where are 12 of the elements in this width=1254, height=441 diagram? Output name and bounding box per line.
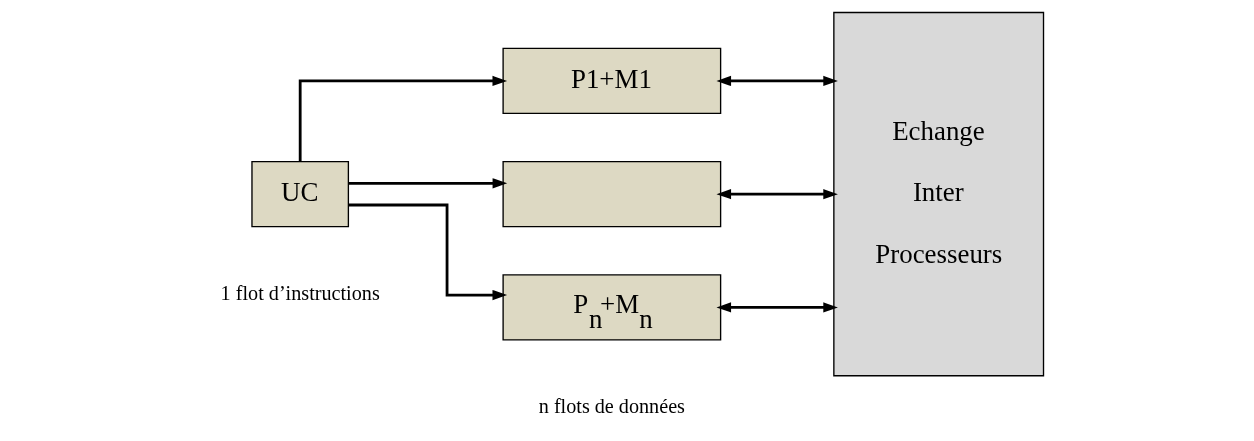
node-box: Echange Inter Processeurs bbox=[833, 11, 1045, 377]
label: n flots de données bbox=[538, 395, 685, 418]
arrow bbox=[716, 75, 838, 87]
arrow bbox=[298, 75, 508, 162]
arrow bbox=[348, 178, 508, 189]
node-box: P1+M1 bbox=[502, 47, 722, 115]
arrow bbox=[716, 302, 838, 313]
node-box: UC bbox=[251, 160, 350, 228]
arrow bbox=[348, 203, 508, 301]
label: 1 flot d’instructions bbox=[220, 281, 380, 304]
node-box bbox=[502, 160, 722, 228]
arrow bbox=[716, 189, 838, 200]
